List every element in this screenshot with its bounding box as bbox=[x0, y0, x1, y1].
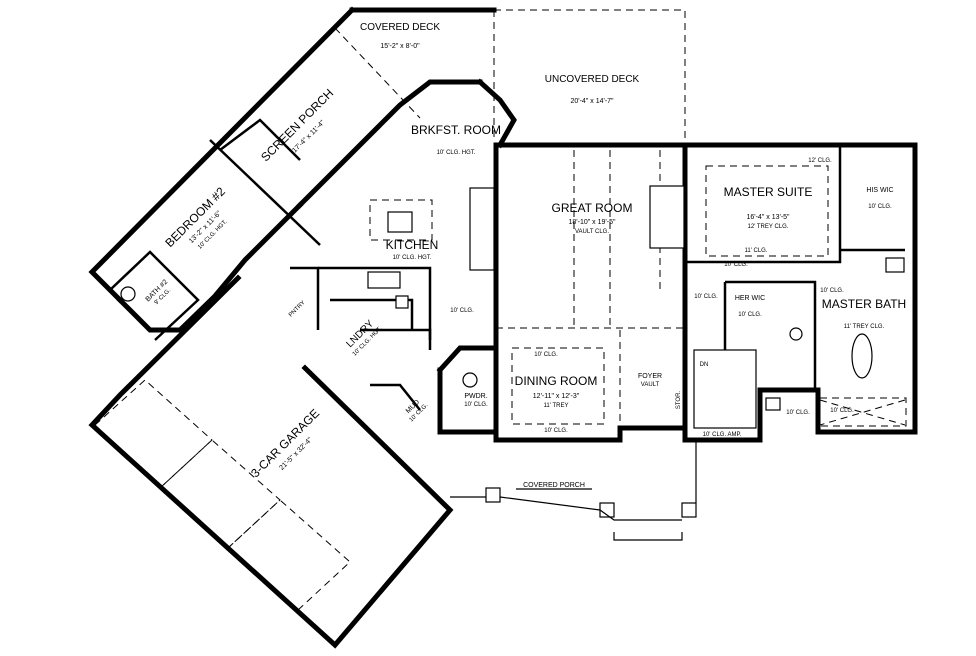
uncovered-deck-name: UNCOVERED DECK bbox=[545, 74, 640, 85]
covered-deck-line bbox=[334, 27, 421, 119]
laundry-wall bbox=[330, 298, 414, 330]
dining-room-name: DINING ROOM bbox=[515, 374, 598, 388]
master-trey bbox=[705, 165, 829, 257]
garage-bay-1 bbox=[94, 379, 213, 489]
his-wic-note: 10' CLG. bbox=[868, 204, 892, 210]
garage-outline bbox=[88, 274, 454, 649]
column-1 bbox=[485, 487, 501, 503]
note-master-clg: 12' CLG. bbox=[808, 158, 832, 164]
sink bbox=[387, 211, 413, 233]
note-shower-clg: 10' CLG. bbox=[830, 408, 854, 414]
kitchen-south bbox=[318, 266, 432, 340]
garage-door-outlines bbox=[94, 379, 351, 611]
note-mb-clg: 10' CLG. bbox=[820, 288, 844, 294]
dining-room-dims: 12'-11" x 12'-3" bbox=[533, 393, 580, 400]
porch-columns bbox=[450, 440, 697, 541]
powder-wall-low bbox=[437, 367, 499, 435]
fireplace-great-room bbox=[469, 187, 495, 271]
brkfst-note: 10' CLG. HGT. bbox=[437, 150, 476, 156]
mb-wc bbox=[765, 397, 781, 411]
pantry-wall bbox=[290, 266, 320, 330]
kitchen-island bbox=[369, 199, 433, 241]
great-room-name: GREAT ROOM bbox=[552, 201, 633, 215]
bedroom-lower-wall bbox=[116, 201, 304, 333]
porch-step bbox=[613, 532, 683, 541]
powder-wall bbox=[436, 345, 499, 374]
stair-box bbox=[693, 349, 757, 429]
her-wic-name: HER WIC bbox=[735, 295, 765, 302]
porch-inner-wall bbox=[296, 79, 483, 209]
her-wic-wall bbox=[725, 280, 817, 390]
note-stair-clg: 10' CLG. AMP. bbox=[703, 432, 742, 438]
his-wic-name: HIS WIC bbox=[866, 187, 893, 194]
wing-left-wall bbox=[88, 6, 356, 304]
garage-bay-3 bbox=[227, 499, 351, 611]
master-suite-south bbox=[685, 145, 842, 264]
mb-shower bbox=[819, 397, 907, 427]
column-3 bbox=[681, 502, 697, 518]
master-wing-outline bbox=[682, 142, 918, 443]
garage-bay-2 bbox=[159, 439, 281, 549]
stair-stor: STOR. bbox=[676, 391, 682, 410]
breakfast-bay bbox=[476, 78, 517, 149]
bathtub bbox=[851, 333, 873, 379]
note-wc-clg: 10' CLG. bbox=[786, 410, 810, 416]
note-master-clg2: 11' CLG. bbox=[744, 248, 767, 254]
brkfst-name: BRKFST. ROOM bbox=[411, 123, 501, 137]
covered-deck-name: COVERED DECK bbox=[360, 22, 440, 33]
pwdr-note: 10' CLG. bbox=[464, 402, 488, 408]
exterior-walls bbox=[88, 6, 918, 649]
note-dining-clg2: 10' CLG. bbox=[544, 428, 568, 434]
deck-outlines bbox=[334, 9, 686, 140]
note-hall-clg: 10' CLG. bbox=[724, 262, 748, 268]
kitchen-note: 10' CLG. HGT. bbox=[393, 255, 432, 261]
note-hall-clg2: 10' CLG. bbox=[694, 294, 718, 300]
mb-shower-x1 bbox=[819, 399, 906, 426]
laundry-low bbox=[360, 328, 432, 350]
kitchen-name: KITCHEN bbox=[386, 238, 439, 252]
dining-room-note: 11' TREY bbox=[544, 403, 569, 409]
uncovered-deck-dims: 20'-4" x 14'-7" bbox=[570, 98, 614, 105]
mb-vanity-1 bbox=[885, 257, 905, 273]
great-room-dims: 18'-10" x 19'-5" bbox=[569, 219, 616, 226]
toilet-bath2 bbox=[120, 286, 136, 302]
bath2-walls bbox=[109, 250, 200, 341]
stair-dn: DN bbox=[700, 362, 709, 368]
porch-edge bbox=[499, 496, 682, 521]
fixtures bbox=[120, 185, 905, 411]
laundry-washer bbox=[395, 295, 409, 309]
toilet-master bbox=[789, 327, 803, 341]
foyer-note: VAULT bbox=[641, 382, 660, 388]
note-kitchen-clg: 10' CLG. bbox=[450, 308, 474, 314]
foyer-name: FOYER bbox=[638, 373, 662, 380]
pwdr-name: PWDR. bbox=[464, 393, 487, 400]
ceiling-lines bbox=[369, 150, 907, 427]
covered-deck-dims: 15'-2" x 8'-0" bbox=[380, 43, 420, 50]
interior-walls bbox=[109, 118, 905, 429]
master-suite-note: 12' TREY CLG. bbox=[748, 224, 789, 230]
her-wic-note: 10' CLG. bbox=[738, 312, 762, 318]
toilet-powder bbox=[462, 372, 478, 388]
master-suite-dims: 16'-4" x 13'-5" bbox=[746, 214, 790, 221]
bedroom-porch-wall bbox=[209, 139, 321, 246]
master-bath-note: 11' TREY CLG. bbox=[844, 324, 885, 330]
room-labels: COVERED DECK 15'-2" x 8'-0" SCREEN PORCH… bbox=[145, 22, 906, 490]
master-bath-name: MASTER BATH bbox=[822, 297, 906, 311]
uncovered-deck-edge bbox=[494, 9, 686, 140]
mb-shower-x2 bbox=[819, 399, 906, 426]
front-wall bbox=[493, 425, 688, 443]
note-dining-clg: 10' CLG. bbox=[534, 352, 558, 358]
covered-porch-name: COVERED PORCH bbox=[523, 482, 585, 489]
great-room-note: VAULT CLG. bbox=[575, 229, 609, 235]
master-suite-name: MASTER SUITE bbox=[724, 185, 813, 199]
mud-wall bbox=[370, 383, 421, 411]
pantry-name: PNTRY bbox=[288, 300, 307, 319]
tv-wall-unit bbox=[649, 185, 685, 249]
range bbox=[367, 271, 401, 289]
fireplace-box bbox=[219, 118, 301, 161]
